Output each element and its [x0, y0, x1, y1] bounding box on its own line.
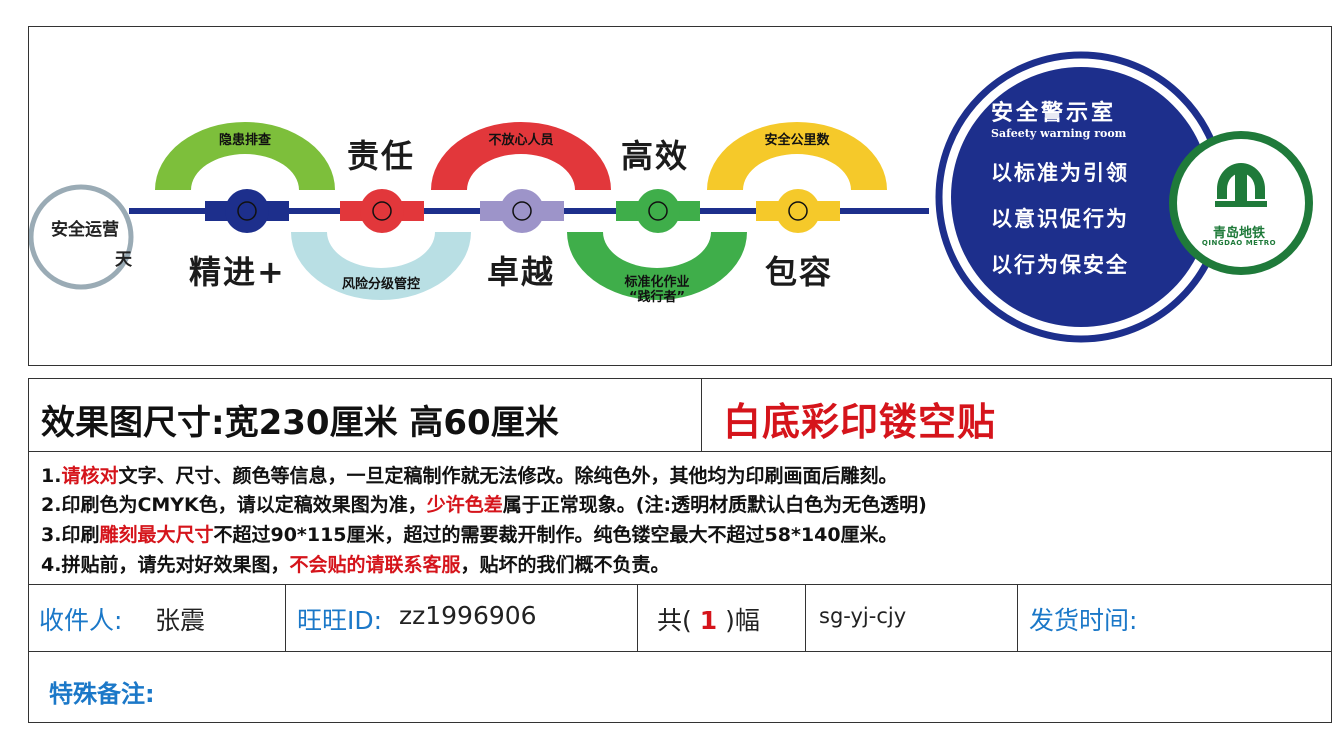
pill-safe-mileage-label: 安全公里数 [764, 133, 830, 148]
note-1-part-2: 请核对 [61, 465, 119, 487]
note-4-part-1: 4.拼贴前，请先对好效果图， [41, 554, 290, 576]
note-2-part-1: 2.印刷色为CMYK色，请以定稿效果图为准， [41, 494, 427, 516]
node-navy [205, 189, 289, 233]
slogan-1: 以标准为引领 [991, 161, 1129, 185]
size-text: 效果图尺寸:宽230厘米 高60厘米 [41, 403, 559, 443]
slogan-2: 以意识促行为 [991, 207, 1129, 231]
note-4-part-2: 不会贴的请联系客服 [289, 554, 461, 576]
node-red [340, 189, 424, 233]
note-4-part-3: ，贴坏的我们概不负责。 [460, 554, 670, 576]
room-inner-circle [951, 67, 1211, 327]
remark-label: 特殊备注: [49, 680, 155, 708]
material-text: 白底彩印镂空贴 [723, 400, 997, 444]
word-excellence: 卓越 [487, 253, 556, 291]
note-3: 3.印刷雕刻最大尺寸不超过90*115厘米，超过的需要裁开制作。纯色镂空最大不超… [41, 520, 898, 547]
pill-hidden-danger-label: 隐患排查 [218, 133, 271, 148]
node-yellow [756, 189, 840, 233]
count-suffix: )幅 [725, 606, 760, 635]
note-2: 2.印刷色为CMYK色，请以定稿效果图为准，少许色差属于正常现象。(注:透明材质… [41, 490, 927, 517]
recipient-label: 收件人: [39, 606, 123, 635]
size-row: 效果图尺寸:宽230厘米 高60厘米 白底彩印镂空贴 [28, 378, 1332, 452]
notes-row: 1.请核对文字、尺寸、颜色等信息，一旦定稿制作就无法修改。除纯色外，其他均为印刷… [28, 451, 1332, 585]
count-value: 1 [699, 606, 718, 635]
pill-standard-work-label: 标准化作业 [624, 275, 690, 290]
arch-standard-work [567, 232, 747, 300]
order-code: sg-yj-cjy [819, 604, 907, 628]
logo-name-en: QINGDAO METRO [1201, 239, 1277, 247]
metro-logo-icon [1215, 163, 1267, 207]
word-efficiency: 高效 [621, 137, 690, 175]
slogan-3: 以行为保安全 [991, 253, 1129, 277]
info-divider-3 [805, 585, 806, 651]
start-node-line2: 天 [115, 250, 132, 270]
start-circle [29, 184, 134, 290]
note-2-part-3: 属于正常现象。(注:透明材质默认白色为无色透明) [502, 494, 927, 516]
recipient-name: 张震 [155, 606, 206, 635]
size-divider [701, 379, 702, 451]
design-preview: 安全运营 天 隐患排查 风险分级管控 不放心人员 标准化作业 “践行者” 安全公… [28, 26, 1332, 366]
note-3-part-3: 不超过90*115厘米，超过的需要裁开制作。纯色镂空最大不超过58*140厘米。 [213, 524, 898, 546]
info-divider-1 [285, 585, 286, 651]
note-1-part-3: 文字、尺寸、颜色等信息，一旦定稿制作就无法修改。除纯色外，其他均为印刷画面后雕刻… [118, 465, 898, 487]
note-3-part-2: 雕刻最大尺寸 [99, 524, 214, 546]
word-progress: 精进+ [189, 253, 286, 291]
logo-name-cn: 青岛地铁 [1212, 226, 1265, 241]
info-row: 收件人: 张震 旺旺ID: zz1996906 共(1)幅 sg-yj-cjy … [28, 584, 1332, 652]
room-subtitle: Safeety warning room [991, 127, 1127, 140]
start-node-line1: 安全运营 [51, 220, 119, 240]
design-artwork [29, 51, 1313, 343]
remark-row: 特殊备注: [28, 651, 1332, 723]
arch-hidden-danger [155, 122, 335, 190]
info-divider-2 [637, 585, 638, 651]
arch-safe-mileage [707, 122, 887, 190]
note-2-part-2: 少许色差 [426, 494, 503, 516]
pill-practitioner-label: “践行者” [628, 290, 686, 305]
count-field: 共(1)幅 [657, 601, 760, 637]
note-1-part-1: 1. [41, 465, 62, 487]
ship-time-label: 发货时间: [1029, 606, 1138, 635]
note-1: 1.请核对文字、尺寸、颜色等信息，一旦定稿制作就无法修改。除纯色外，其他均为印刷… [41, 461, 897, 488]
word-responsibility: 责任 [347, 137, 416, 175]
count-prefix: 共( [657, 606, 692, 635]
node-lavender [480, 189, 564, 233]
wangwang-id: zz1996906 [399, 601, 537, 630]
arch-risk-control [291, 232, 471, 300]
wangwang-label: 旺旺ID: [297, 606, 383, 635]
node-green [616, 189, 700, 233]
pill-risk-control-label: 风险分级管控 [341, 277, 420, 292]
room-title: 安全警示室 [991, 101, 1117, 126]
arch-unreliable-staff [431, 122, 611, 190]
note-3-part-1: 3.印刷 [41, 524, 100, 546]
note-4: 4.拼贴前，请先对好效果图，不会贴的请联系客服，贴坏的我们概不负责。 [41, 550, 669, 577]
info-divider-4 [1017, 585, 1018, 651]
word-inclusion: 包容 [765, 253, 834, 291]
pill-unreliable-staff-label: 不放心人员 [488, 133, 554, 148]
